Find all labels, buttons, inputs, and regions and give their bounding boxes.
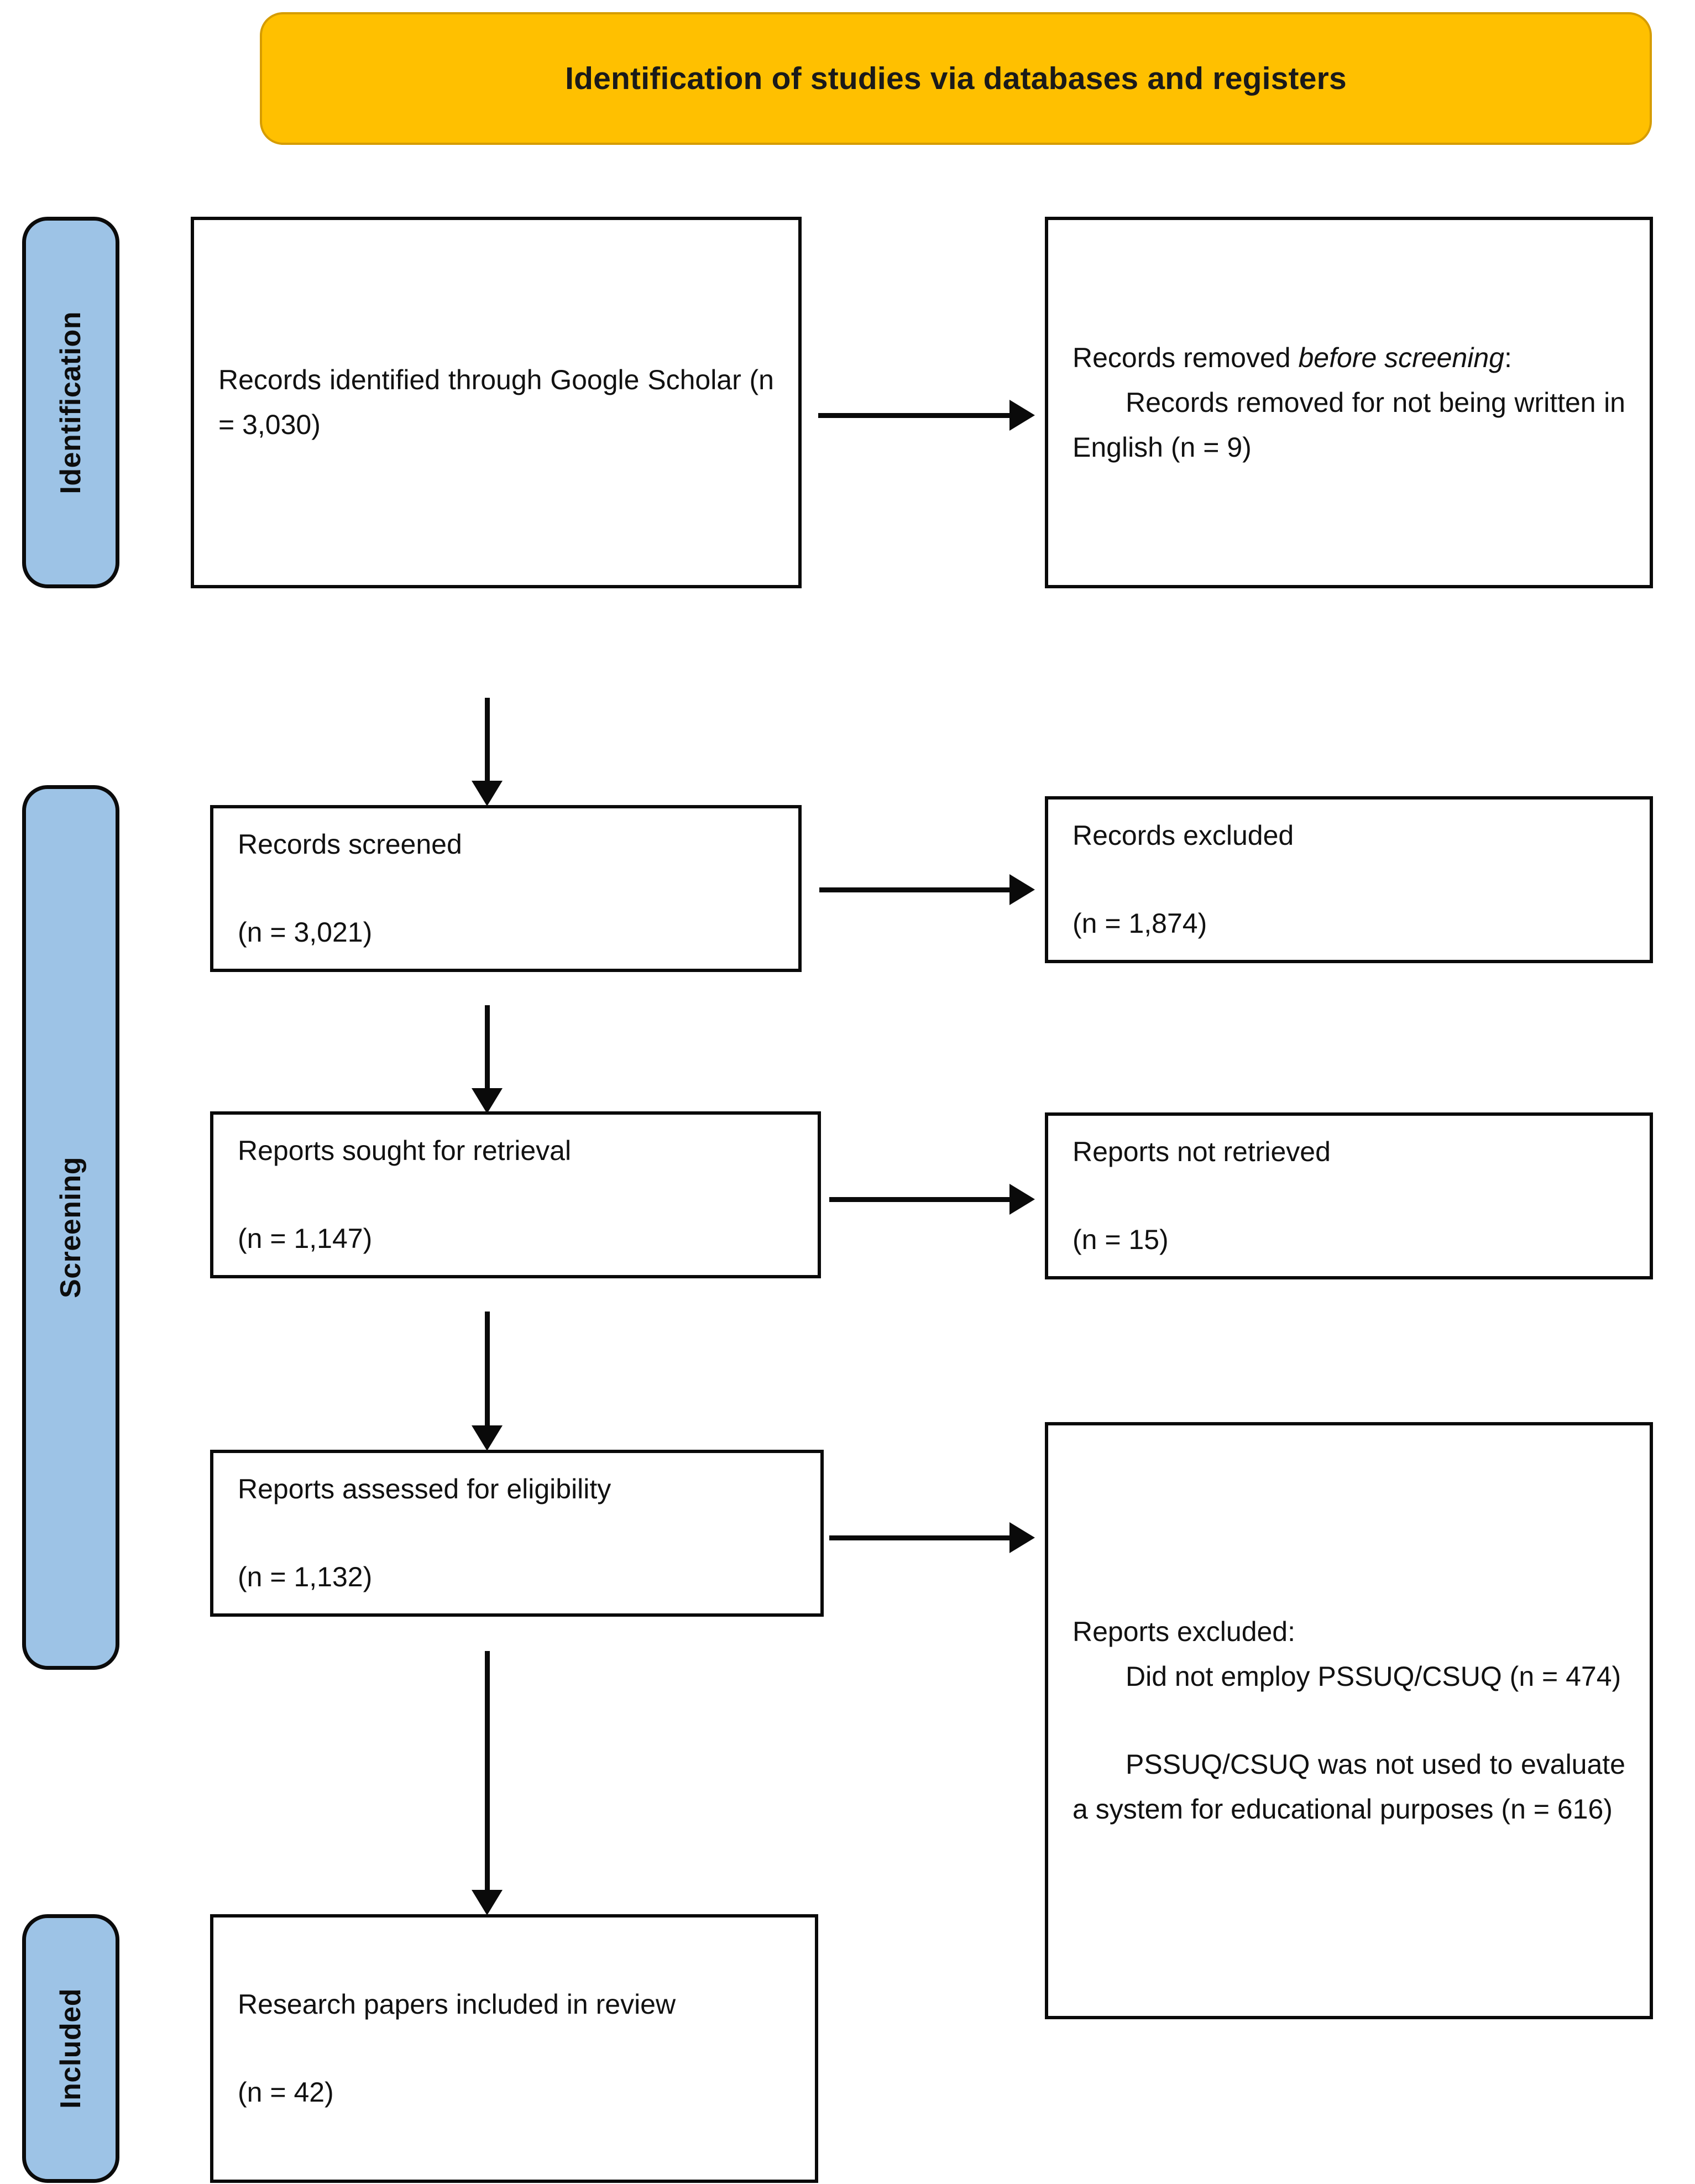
reports-not-retrieved-title: Reports not retrieved	[1073, 1136, 1331, 1168]
arrow-sought-to-not-retrieved	[829, 1183, 1035, 1215]
records-excluded-title: Records excluded	[1073, 820, 1294, 851]
box-records-excluded: Records excluded (n = 1,874)	[1045, 796, 1653, 963]
reports-excluded-title: Reports excluded:	[1073, 1616, 1296, 1648]
reports-excluded-reason-1: Did not employ PSSUQ/CSUQ (n = 474)	[1126, 1661, 1621, 1692]
records-excluded-count: (n = 1,874)	[1073, 907, 1207, 939]
arrow-identified-to-screened	[471, 698, 503, 806]
box-reports-assessed-for-eligibility: Reports assessed for eligibility (n = 1,…	[210, 1450, 824, 1617]
diagram-title: Identification of studies via databases …	[565, 61, 1347, 96]
box-records-screened: Records screened (n = 3,021)	[210, 805, 802, 972]
included-review-count: (n = 42)	[238, 2076, 334, 2108]
records-removed-detail: Records removed for not being written in…	[1073, 386, 1625, 463]
records-removed-lead-plain: Records removed	[1073, 342, 1299, 373]
phase-label-screening-text: Screening	[55, 1157, 87, 1298]
records-screened-count: (n = 3,021)	[238, 916, 373, 948]
arrow-screened-to-sought	[471, 1005, 503, 1114]
box-reports-not-retrieved: Reports not retrieved (n = 15)	[1045, 1112, 1653, 1279]
box-reports-excluded: Reports excluded: Did not employ PSSUQ/C…	[1045, 1422, 1653, 2019]
box-reports-sought-for-retrieval: Reports sought for retrieval (n = 1,147)	[210, 1111, 821, 1278]
box-records-removed-before-screening: Records removed before screening: Record…	[1045, 217, 1653, 588]
arrow-screened-to-excluded	[819, 874, 1035, 906]
included-review-text: Research papers included in review	[238, 1989, 676, 2020]
phase-label-screening: Screening	[22, 785, 119, 1670]
reports-sought-count: (n = 1,147)	[238, 1222, 373, 1254]
reports-excluded-reason-2: PSSUQ/CSUQ was not used to evaluate a sy…	[1073, 1748, 1625, 1825]
records-removed-lead-colon: :	[1504, 342, 1512, 373]
diagram-header-banner: Identification of studies via databases …	[260, 12, 1652, 145]
arrow-assessed-to-included	[471, 1651, 503, 1915]
records-removed-lead-italic: before screening	[1298, 342, 1504, 373]
phase-label-included-text: Included	[55, 1988, 87, 2109]
arrow-assessed-to-excluded	[829, 1522, 1035, 1554]
reports-not-retrieved-count: (n = 15)	[1073, 1224, 1169, 1255]
arrow-identified-to-removed	[818, 399, 1035, 431]
reports-assessed-count: (n = 1,132)	[238, 1561, 373, 1592]
reports-sought-title: Reports sought for retrieval	[238, 1135, 572, 1167]
records-removed-lead: Records removed before screening:	[1073, 336, 1625, 380]
arrow-sought-to-assessed	[471, 1312, 503, 1451]
box-research-papers-included: Research papers included in review (n = …	[210, 1914, 818, 2183]
records-identified-text: Records identified through Google Schola…	[218, 364, 774, 440]
records-screened-title: Records screened	[238, 829, 462, 860]
phase-label-identification-text: Identification	[55, 311, 87, 494]
phase-label-identification: Identification	[22, 217, 119, 588]
reports-assessed-title: Reports assessed for eligibility	[238, 1474, 611, 1505]
box-records-identified: Records identified through Google Schola…	[191, 217, 802, 588]
phase-label-included: Included	[22, 1914, 119, 2183]
